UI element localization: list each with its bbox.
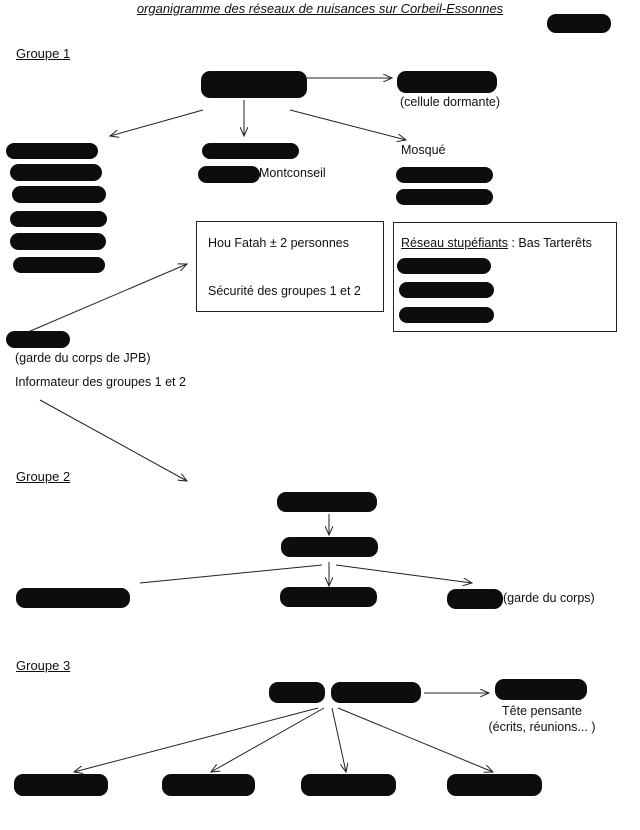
- arrow-g3-to-2: [211, 707, 325, 772]
- arrow-g2-to-right: [335, 564, 472, 583]
- redaction-g2-left: [16, 588, 130, 608]
- redaction-montconseil-1: [202, 143, 299, 159]
- redaction-g1-list-2: [10, 164, 102, 181]
- redaction-g1-list-4: [10, 211, 107, 227]
- label-montconseil: Montconseil: [259, 166, 326, 180]
- redaction-reseau-1: [397, 258, 491, 274]
- arrow-g3-to-1: [74, 707, 319, 772]
- reseau-stupefiants-box: [393, 222, 617, 332]
- arrow-to-groupe2: [39, 399, 187, 481]
- redaction-mosque-2: [396, 189, 493, 205]
- redaction-g3-bottom-4: [447, 774, 542, 796]
- arrow-to-hou-fatah: [27, 264, 187, 333]
- arrow-g3-to-3: [331, 707, 346, 772]
- line-g2-to-left: [139, 564, 323, 584]
- redaction-g1-list-3: [12, 186, 106, 203]
- label-mosque: Mosqué: [401, 143, 446, 157]
- redaction-g3-head-2: [331, 682, 421, 703]
- redaction-g1-list-1: [6, 143, 98, 159]
- redaction-garde-jpb: [6, 331, 70, 348]
- hou-fatah-box: [196, 221, 384, 312]
- redaction-g3-bottom-2: [162, 774, 255, 796]
- label-reseau: Réseau stupéfiants : Bas Tarterêts: [401, 236, 592, 250]
- label-securite: Sécurité des groupes 1 et 2: [208, 284, 361, 298]
- redaction-g3-bottom-1: [14, 774, 108, 796]
- page-title: organigramme des réseaux de nuisances su…: [136, 1, 504, 16]
- label-tete-pensante: Tête pensante: [502, 704, 582, 718]
- group-3-heading: Groupe 3: [16, 658, 71, 673]
- arrow-to-mosque: [289, 109, 406, 140]
- redaction-g2-center: [280, 587, 377, 607]
- redaction-g3-head-1: [269, 682, 325, 703]
- group-1-heading: Groupe 1: [16, 46, 71, 61]
- redaction-top-right: [547, 14, 611, 33]
- redaction-g1-list-6: [13, 257, 105, 273]
- redaction-tete-pensante: [495, 679, 587, 700]
- redaction-montconseil-2: [198, 166, 260, 183]
- label-tete-details: (écrits, réunions... ): [488, 720, 596, 734]
- label-informateur: Informateur des groupes 1 et 2: [15, 375, 186, 389]
- redaction-cellule: [397, 71, 497, 93]
- redaction-mosque-1: [396, 167, 493, 183]
- label-hou-fatah: Hou Fatah ± 2 personnes: [208, 236, 349, 250]
- label-reseau-title: Réseau stupéfiants: [401, 236, 509, 250]
- label-garde-jpb: (garde du corps de JPB): [15, 351, 151, 365]
- redaction-g3-bottom-3: [301, 774, 396, 796]
- redaction-g2-right: [447, 589, 503, 609]
- redaction-reseau-3: [399, 307, 494, 323]
- arrow-g3-to-4: [337, 707, 493, 772]
- redaction-reseau-2: [399, 282, 494, 298]
- redaction-g1-list-5: [10, 233, 106, 250]
- group-2-heading: Groupe 2: [16, 469, 71, 484]
- redaction-g2-top: [277, 492, 377, 512]
- arrow-to-left-list: [110, 109, 204, 136]
- label-reseau-place: : Bas Tarterêts: [508, 236, 592, 250]
- label-cellule-dormante: (cellule dormante): [400, 95, 501, 109]
- redaction-g1-head: [201, 71, 307, 98]
- redaction-g2-mid: [281, 537, 378, 557]
- label-garde-corps: (garde du corps): [503, 591, 595, 605]
